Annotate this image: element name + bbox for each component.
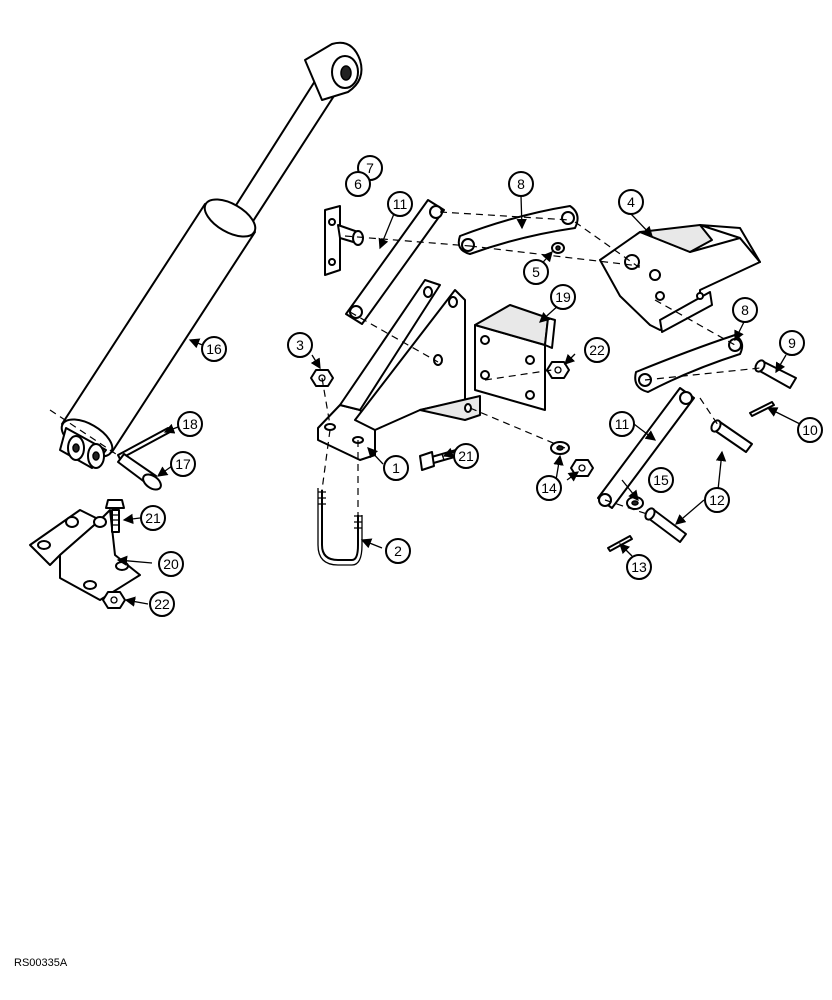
callout-11-lower: 11	[609, 411, 635, 437]
callout-14: 14	[536, 475, 562, 501]
svg-text:18: 18	[182, 416, 198, 432]
svg-text:20: 20	[163, 556, 179, 572]
svg-text:2: 2	[394, 543, 402, 559]
callout-3: 3	[287, 332, 313, 358]
svg-text:12: 12	[709, 492, 725, 508]
svg-text:5: 5	[532, 264, 540, 280]
mounting-plate-20	[474, 304, 556, 411]
callout-2: 2	[385, 538, 411, 564]
nut-14	[570, 459, 594, 477]
svg-text:6: 6	[354, 176, 362, 192]
svg-text:11: 11	[393, 196, 408, 212]
callout-4: 4	[618, 189, 644, 215]
pin-12-lower	[644, 507, 687, 543]
latch-bracket	[599, 224, 761, 333]
cotter-pin-13	[607, 535, 633, 552]
nut-22-left	[102, 591, 126, 609]
svg-text:21: 21	[145, 510, 161, 526]
svg-text:10: 10	[802, 422, 818, 438]
callout-12: 12	[704, 487, 730, 513]
svg-text:4: 4	[627, 194, 635, 210]
callout-9: 9	[779, 330, 805, 356]
callout-10: 10	[797, 417, 823, 443]
nut-22-right	[546, 361, 570, 379]
cotter-pin-10	[749, 401, 775, 417]
svg-text:17: 17	[175, 456, 191, 472]
link-8-lower	[634, 334, 744, 393]
assembly-lines	[321, 211, 761, 516]
callout-19: 20	[158, 551, 184, 577]
bushing-5	[551, 242, 565, 254]
hydraulic-cylinder	[49, 41, 363, 471]
callout-8-upper: 8	[508, 171, 534, 197]
callout-13: 13	[626, 554, 652, 580]
callout-8-lower: 8	[732, 297, 758, 323]
svg-text:11: 11	[615, 416, 630, 432]
callout-15: 15	[648, 467, 674, 493]
svg-text:1: 1	[392, 460, 400, 476]
washer-14	[550, 441, 570, 455]
callout-5: 5	[523, 259, 549, 285]
svg-text:9: 9	[788, 335, 796, 351]
callout-22-left: 22	[149, 591, 175, 617]
leader-lines	[116, 195, 801, 607]
callout-17: 17	[170, 451, 196, 477]
svg-text:16: 16	[206, 341, 222, 357]
svg-text:19: 19	[555, 289, 571, 305]
bolt-21-left	[105, 499, 125, 533]
link-8-upper	[457, 205, 579, 255]
svg-text:7: 7	[366, 160, 374, 176]
callout-21-left: 21	[140, 505, 166, 531]
svg-text:3: 3	[296, 337, 304, 353]
svg-text:22: 22	[589, 342, 605, 358]
washer-15	[626, 496, 644, 510]
pin-9	[754, 359, 797, 389]
anchor-bracket	[29, 509, 141, 601]
main-bracket	[317, 279, 481, 461]
pin-12-upper	[710, 419, 753, 453]
figure-code: RS00335A	[14, 957, 68, 969]
svg-text:8: 8	[741, 302, 749, 318]
pin-plate	[324, 205, 364, 276]
callout-11-upper: 11	[387, 191, 413, 217]
svg-text:13: 13	[631, 559, 647, 575]
svg-text:8: 8	[517, 176, 525, 192]
callout-21-middle: 21	[453, 443, 479, 469]
callout-16: 16	[201, 336, 227, 362]
callout-18: 18	[177, 411, 203, 437]
svg-text:14: 14	[541, 480, 557, 496]
u-bolt	[317, 488, 363, 566]
callout-1: 1	[383, 455, 409, 481]
callout-6: 6	[345, 171, 371, 197]
svg-text:21: 21	[458, 448, 474, 464]
clevis-pin-17	[117, 453, 162, 491]
callout-22-right: 22	[584, 337, 610, 363]
link-11-lower	[597, 387, 695, 509]
callout-20: 19	[550, 284, 576, 310]
svg-text:22: 22	[154, 596, 170, 612]
svg-text:15: 15	[653, 472, 669, 488]
link-11-upper	[345, 199, 445, 325]
